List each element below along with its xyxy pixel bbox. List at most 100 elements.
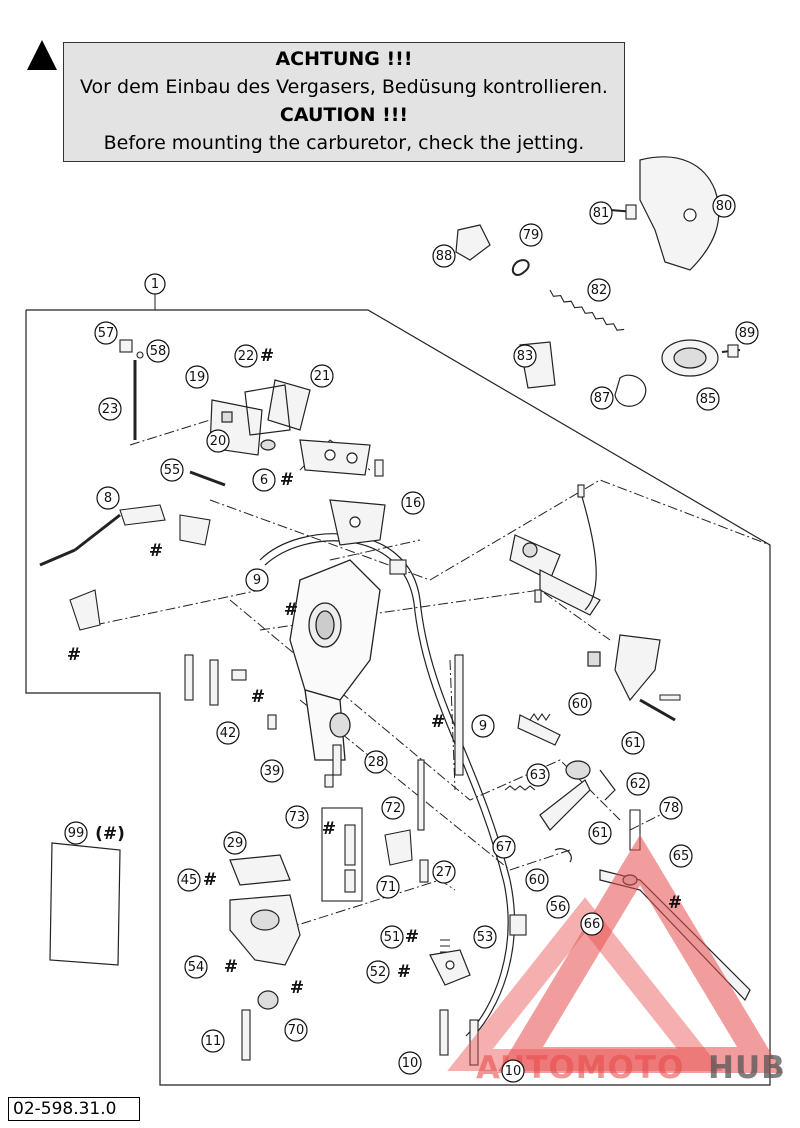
caution-text-en: Before mounting the carburetor, check th… [103,132,585,154]
callout-circle-p28 [364,750,388,774]
callout-label-p55: 55 [164,463,181,478]
callout-circle-p19 [185,365,209,389]
caution-title-de: ACHTUNG !!! [275,48,413,70]
manual-card [49,842,121,966]
callout-label-p87: 87 [594,391,611,406]
caution-notice: ACHTUNG !!! Vor dem Einbau des Vergasers… [63,42,625,162]
callout-label-p79: 79 [523,228,540,243]
hash-marker: # [203,870,217,890]
hash-marker: # [322,819,336,839]
hash-marker: # [668,893,682,913]
callout-circle-p60b [525,868,549,892]
callout-label-p60b: 60 [529,873,546,888]
callout-label-p22: 22 [238,349,255,364]
p99-suffix: (#) [95,824,125,844]
callout-label-p78: 78 [663,801,680,816]
callout-circle-p10a [398,1051,422,1075]
callout-label-p20: 20 [210,434,227,449]
callout-circle-p61a [621,731,645,755]
hash-marker: # [67,645,81,665]
callout-circle-p42 [216,721,240,745]
callout-label-p9b: 9 [479,719,487,734]
callout-circle-p6 [252,468,276,492]
callout-circle-p61b [588,821,612,845]
callout-circle-p66 [580,912,604,936]
small-parts [39,204,739,1066]
callout-circle-p10b [501,1059,525,1083]
callout-circle-p62 [626,772,650,796]
hash-marker: # [224,957,238,977]
callout-label-p71: 71 [380,880,397,895]
callout-label-p62: 62 [630,777,647,792]
hash-marker: # [280,470,294,490]
callout-label-p63: 63 [530,768,547,783]
callout-label-p45: 45 [181,873,198,888]
callout-label-p70: 70 [288,1023,305,1038]
intake-parts [455,156,741,407]
callout-label-p60a: 60 [572,697,589,712]
callout-label-p27: 27 [436,865,453,880]
callout-label-p39: 39 [264,764,281,779]
top-cover [329,499,386,546]
callout-label-p21: 21 [314,369,331,384]
callout-circle-p54 [184,955,208,979]
callout-label-p10a: 10 [402,1056,419,1071]
callout-circle-p55 [160,458,184,482]
hash-marker: # [397,962,411,982]
callout-circle-p11 [201,1029,225,1053]
callout-label-p72: 72 [385,801,402,816]
callout-label-p61a: 61 [625,736,642,751]
callout-label-p1: 1 [151,277,159,292]
mounting-block [209,379,371,476]
callout-label-p99: 99 [68,826,85,841]
drawing-number: 02-598.31.0 [8,1097,140,1121]
springs [440,289,625,965]
callout-label-p67: 67 [496,840,513,855]
callout-label-p73: 73 [289,810,306,825]
callout-circle-p45 [177,868,201,892]
callout-circle-p70 [284,1018,308,1042]
callout-circle-p23 [98,397,122,421]
callout-label-p54: 54 [188,960,205,975]
callout-label-p52: 52 [370,965,387,980]
callout-label-p82: 82 [591,283,608,298]
caution-text-de: Vor dem Einbau des Vergasers, Bedüsung k… [80,76,608,98]
callout-circle-p79 [519,223,543,247]
callout-circle-p73 [285,805,309,829]
callout-circle-p81 [589,201,613,225]
callout-circle-p56 [546,895,570,919]
callout-label-p58: 58 [150,344,167,359]
callout-label-p80: 80 [716,199,733,214]
callout-circle-p39 [260,759,284,783]
callout-circle-p65 [669,844,693,868]
hash-marker: # [431,712,445,732]
callout-circle-p58 [146,339,170,363]
callout-circle-p27 [432,860,456,884]
callout-circle-p80 [712,194,736,218]
callout-label-p83: 83 [517,349,534,364]
callout-circle-p16 [401,491,425,515]
callout-circle-p67 [492,835,516,859]
callout-label-p85: 85 [700,392,717,407]
callout-label-p9a: 9 [253,573,261,588]
callout-label-p53: 53 [477,930,494,945]
callout-label-p42: 42 [220,726,237,741]
callout-label-p57: 57 [98,326,115,341]
callout-circle-p9a [245,568,269,592]
callout-label-p56: 56 [550,900,567,915]
callout-label-p88: 88 [436,249,453,264]
callout-circle-p85 [696,387,720,411]
callout-label-p29: 29 [227,836,244,851]
watermark-logo [447,834,783,1073]
callout-circle-p83 [513,344,537,368]
hash-marker: # [290,978,304,998]
callout-circle-p63 [526,763,550,787]
hash-marker: # [149,541,163,561]
callout-label-p10b: 10 [505,1064,522,1079]
callout-circle-p20 [206,429,230,453]
callout-circle-p57 [94,321,118,345]
callout-circle-p52 [366,960,390,984]
carburetor-body [289,559,381,761]
watermark-text-2: HUB [708,1050,786,1086]
